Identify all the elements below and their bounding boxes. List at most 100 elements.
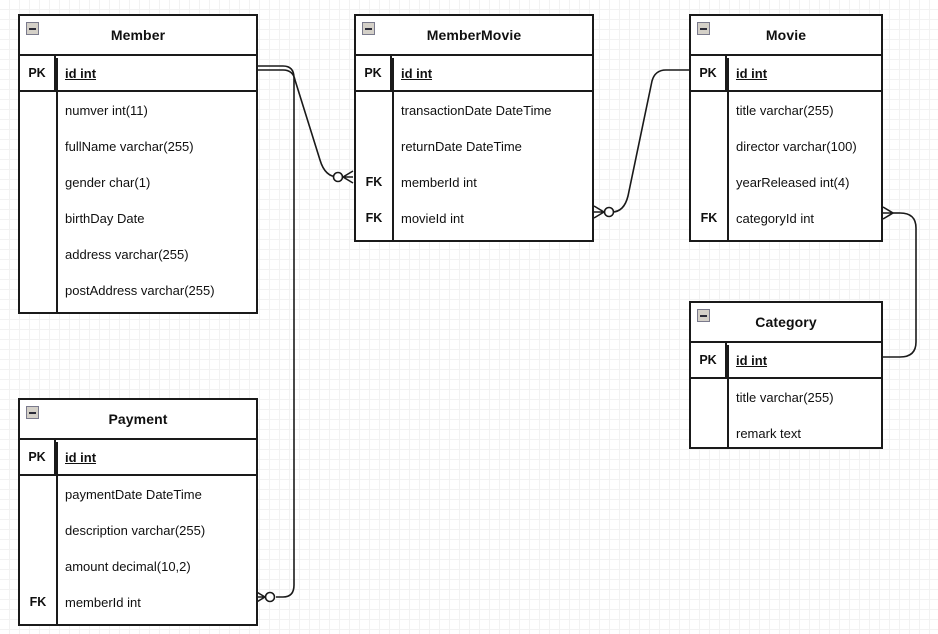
minus-box-icon[interactable] [697, 309, 710, 322]
column-divider [727, 58, 729, 240]
attribute-name: fullName varchar(255) [65, 138, 194, 154]
attribute-name: categoryId int [736, 210, 815, 226]
key-label: PK [691, 343, 727, 377]
key-label [20, 200, 56, 236]
attribute-row-membermovie-transactiondate[interactable]: transactionDate DateTime [356, 92, 592, 128]
attribute-name: movieId int [401, 210, 464, 226]
attribute-name: title varchar(255) [736, 102, 834, 118]
minus-box-icon[interactable] [697, 22, 710, 35]
entity-category-header: Category [691, 303, 881, 343]
attribute-name: returnDate DateTime [401, 138, 522, 154]
entity-payment-header: Payment [20, 400, 256, 440]
attribute-name: address varchar(255) [65, 246, 189, 262]
entity-membermovie[interactable]: MemberMovie PK id int transactionDate Da… [354, 14, 594, 242]
key-label [20, 476, 56, 512]
attribute-row-member-numver[interactable]: numver int(11) [20, 92, 256, 128]
entity-category[interactable]: Category PK id int title varchar(255) re… [689, 301, 883, 449]
column-divider [727, 345, 729, 447]
attribute-name: paymentDate DateTime [65, 486, 202, 502]
entity-movie-header: Movie [691, 16, 881, 56]
attribute-row-category-remark[interactable]: remark text [691, 415, 881, 451]
key-label [20, 272, 56, 308]
attribute-row-movie-title[interactable]: title varchar(255) [691, 92, 881, 128]
attribute-row-payment-memberid[interactable]: FK memberId int [20, 584, 256, 620]
edge-category-movie[interactable] [883, 212, 917, 358]
attribute-row-category-title[interactable]: title varchar(255) [691, 379, 881, 415]
attribute-row-membermovie-movieid[interactable]: FK movieId int [356, 200, 592, 236]
key-label [20, 92, 56, 128]
attribute-name: title varchar(255) [736, 389, 834, 405]
key-label: FK [365, 211, 383, 225]
attribute-name: numver int(11) [65, 102, 148, 118]
attribute-row-payment-amount[interactable]: amount decimal(10,2) [20, 548, 256, 584]
entity-payment-title: Payment [108, 411, 168, 427]
key-label [356, 92, 392, 128]
attribute-row-member-address[interactable]: address varchar(255) [20, 236, 256, 272]
key-label [20, 548, 56, 584]
key-label: FK [29, 595, 47, 609]
minus-box-icon[interactable] [26, 406, 39, 419]
key-label: PK [691, 56, 727, 90]
key-label [356, 128, 392, 164]
entity-member[interactable]: Member PK id int numver int(11) fullName… [18, 14, 258, 314]
column-divider [56, 58, 58, 312]
attribute-row-payment-description[interactable]: description varchar(255) [20, 512, 256, 548]
minus-box-icon[interactable] [26, 22, 39, 35]
attribute-name: director varchar(100) [736, 138, 857, 154]
attribute-row-member-fullname[interactable]: fullName varchar(255) [20, 128, 256, 164]
attribute-name: id int [736, 65, 768, 81]
attribute-name: memberId int [401, 174, 477, 190]
attribute-name: memberId int [65, 594, 141, 610]
attribute-row-movie-director[interactable]: director varchar(100) [691, 128, 881, 164]
attribute-name: birthDay Date [65, 210, 145, 226]
entity-movie-title: Movie [765, 27, 807, 43]
key-label [20, 236, 56, 272]
attribute-row-payment-id[interactable]: PK id int [20, 440, 256, 476]
key-label [20, 164, 56, 200]
attribute-name: yearReleased int(4) [736, 174, 850, 190]
entity-member-header: Member [20, 16, 256, 56]
attribute-name: remark text [736, 425, 802, 441]
attribute-name: transactionDate DateTime [401, 102, 552, 118]
edge-member-payment[interactable] [258, 65, 295, 598]
attribute-name: description varchar(255) [65, 522, 206, 538]
key-label [691, 128, 727, 164]
attribute-row-payment-paymentdate[interactable]: paymentDate DateTime [20, 476, 256, 512]
attribute-name: gender char(1) [65, 174, 151, 190]
key-label [20, 512, 56, 548]
attribute-name: id int [401, 65, 433, 81]
crowsfoot-movie-categoryid [882, 206, 894, 220]
attribute-row-category-id[interactable]: PK id int [691, 343, 881, 379]
entity-movie[interactable]: Movie PK id int title varchar(255) direc… [689, 14, 883, 242]
entity-category-title: Category [755, 314, 817, 330]
attribute-row-member-birthday[interactable]: birthDay Date [20, 200, 256, 236]
attribute-row-membermovie-returndate[interactable]: returnDate DateTime [356, 128, 592, 164]
attribute-row-membermovie-id[interactable]: PK id int [356, 56, 592, 92]
attribute-name: id int [65, 65, 97, 81]
attribute-row-member-id[interactable]: PK id int [20, 56, 256, 92]
attribute-row-member-postaddress[interactable]: postAddress varchar(255) [20, 272, 256, 308]
key-label: PK [20, 440, 56, 474]
entity-member-title: Member [110, 27, 166, 43]
attribute-name: amount decimal(10,2) [65, 558, 191, 574]
key-label [691, 164, 727, 200]
attribute-row-movie-categoryid[interactable]: FK categoryId int [691, 200, 881, 236]
entity-payment[interactable]: Payment PK id int paymentDate DateTime d… [18, 398, 258, 626]
key-label: FK [365, 175, 383, 189]
edge-movie-membermovie[interactable] [609, 69, 689, 213]
attribute-row-membermovie-memberid[interactable]: FK memberId int [356, 164, 592, 200]
key-label: PK [20, 56, 56, 90]
crowsfoot-membermovie-movieid [593, 205, 615, 219]
key-label: PK [356, 56, 392, 90]
column-divider [56, 442, 58, 624]
attribute-row-movie-id[interactable]: PK id int [691, 56, 881, 92]
attribute-name: postAddress varchar(255) [65, 282, 215, 298]
attribute-name: id int [736, 352, 768, 368]
attribute-row-movie-yearreleased[interactable]: yearReleased int(4) [691, 164, 881, 200]
key-label [691, 415, 727, 451]
attribute-row-member-gender[interactable]: gender char(1) [20, 164, 256, 200]
minus-box-icon[interactable] [362, 22, 375, 35]
key-label [20, 128, 56, 164]
edge-member-membermovie[interactable] [258, 69, 343, 178]
